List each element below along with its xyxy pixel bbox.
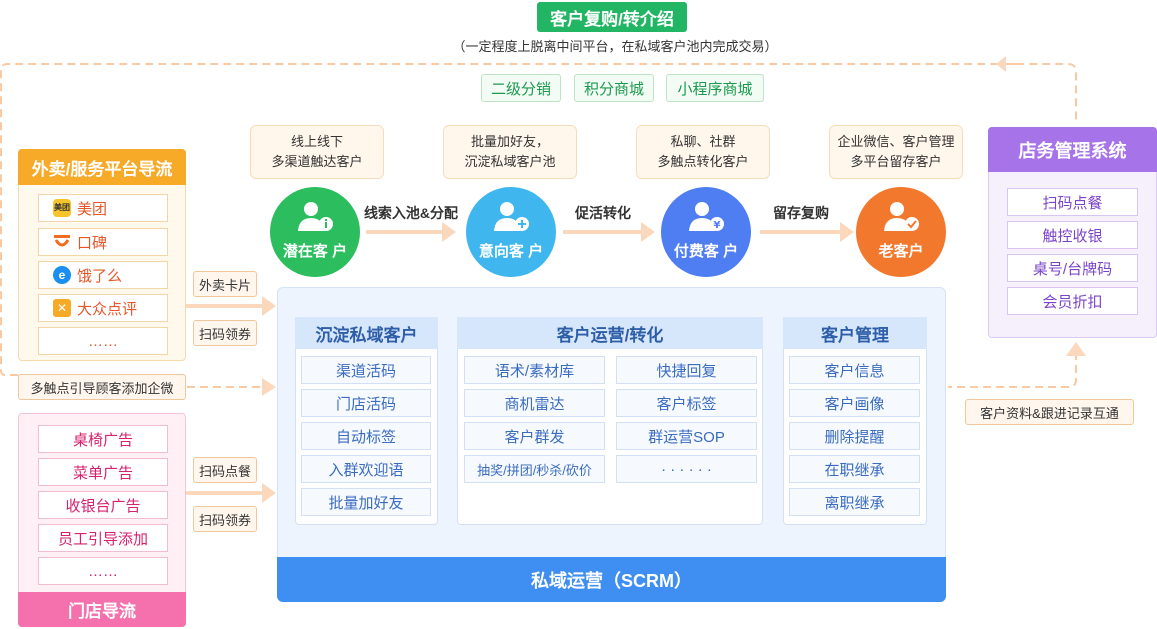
stage-note-line: 沉淀私域客户池 — [464, 154, 556, 169]
platform-traffic-title: 外卖/服务平台导流 — [18, 149, 186, 185]
platform-item-meituan: 美团 美团 — [38, 194, 168, 222]
svg-text:¥: ¥ — [714, 220, 721, 231]
platform-item-koubei: 口碑 — [38, 228, 168, 256]
platform-item-label: 美团 — [77, 200, 108, 218]
user-check-icon — [881, 200, 921, 234]
stage-loyal: 老客户 — [856, 187, 946, 277]
koubei-icon — [53, 233, 71, 251]
feature-cell: 抽奖/拼团/秒杀/砍价 — [464, 455, 605, 483]
feature-cell: 离职继承 — [789, 488, 920, 516]
feature-cell: 客户标签 — [616, 389, 757, 417]
stage-note-4: 企业微信、客户管理多平台留存客户 — [829, 125, 963, 179]
col-operation-title: 客户运营/转化 — [457, 317, 763, 349]
meituan-icon: 美团 — [53, 199, 71, 217]
arrow-label-lead: 线索入池&分配 — [363, 205, 459, 221]
user-add-icon — [491, 200, 531, 234]
platform-item-more: …… — [38, 327, 168, 355]
store-mgmt-item: 会员折扣 — [1007, 287, 1138, 315]
tag-scan-coupon-1: 扫码领券 — [193, 320, 257, 346]
feature-cell: 入群欢迎语 — [301, 455, 431, 483]
store-item: 菜单广告 — [38, 458, 168, 486]
store-mgmt-item: 桌号/台牌码 — [1007, 254, 1138, 282]
tag-points-mall: 积分商城 — [574, 74, 654, 102]
feature-cell: 在职继承 — [789, 455, 920, 483]
sync-label: 客户资料&跟进记录互通 — [965, 399, 1134, 425]
top-subtitle: （一定程度上脱离中间平台，在私域客户池内完成交易） — [452, 39, 778, 54]
stage-note-line: 多平台留存客户 — [850, 154, 942, 169]
feature-cell: 批量加好友 — [301, 488, 431, 516]
stage-note-line: 多渠道触达客户 — [271, 154, 363, 169]
user-info-icon — [295, 200, 335, 234]
tag-miniprogram-mall: 小程序商城 — [666, 74, 764, 102]
store-mgmt-item: 触控收银 — [1007, 221, 1138, 249]
arrow-label-retain: 留存复购 — [773, 205, 829, 221]
feature-cell: 商机雷达 — [464, 389, 605, 417]
user-yen-icon: ¥ — [686, 200, 726, 234]
right-up-arrowhead — [1066, 342, 1086, 356]
feature-cell: 语术/素材库 — [464, 356, 605, 384]
stage-note-line: 私聊、社群 — [670, 134, 736, 149]
dianping-icon: ✕ — [53, 299, 71, 317]
feature-cell: 删除提醒 — [789, 422, 920, 450]
stage-paid: ¥ 付费客 户 — [661, 187, 751, 277]
loop-line — [0, 63, 1077, 376]
feature-cell: 自动标签 — [301, 422, 431, 450]
scrm-title: 私域运营（SCRM） — [277, 557, 946, 602]
stage-note-3: 私聊、社群多触点转化客户 — [636, 125, 770, 179]
stage-label: 老客户 — [878, 243, 924, 260]
stage-note-line: 企业微信、客户管理 — [837, 134, 955, 149]
store-item: 员工引导添加 — [38, 524, 168, 552]
platform-item-label: 饿了么 — [77, 267, 123, 285]
feature-cell: 门店活码 — [301, 389, 431, 417]
feature-cell: 客户群发 — [464, 422, 605, 450]
tag-scan-coupon-2: 扫码领券 — [193, 506, 257, 532]
top-title: 客户复购/转介绍 — [537, 2, 687, 32]
stage-note-2: 批量加好友， 沉淀私域客户池 — [443, 125, 577, 179]
store-mgmt-title: 店务管理系统 — [988, 127, 1157, 172]
stage-note-line: 多触点转化客户 — [657, 154, 749, 169]
stage-note-1: 线上线下多渠道触达客户 — [250, 125, 384, 179]
feature-cell-more: · · · · · · — [616, 455, 757, 483]
store-item-more: …… — [38, 557, 168, 585]
stage-label: 潜在客 户 — [282, 243, 348, 260]
wechat-hint: 多触点引导顾客添加企微 — [18, 374, 186, 400]
feature-cell: 客户信息 — [789, 356, 920, 384]
feature-cell: 快捷回复 — [616, 356, 757, 384]
loop-arrowhead — [996, 56, 1006, 72]
stage-label: 意向客 户 — [478, 243, 544, 260]
col-customer-mgmt-title: 客户管理 — [783, 317, 927, 349]
eleme-icon: e — [53, 266, 71, 284]
platform-item-label: 口碑 — [77, 234, 108, 252]
store-mgmt-item: 扫码点餐 — [1007, 188, 1138, 216]
stage-label: 付费客 户 — [673, 243, 739, 260]
tag-takeout-card: 外卖卡片 — [193, 271, 257, 297]
store-traffic-title: 门店导流 — [18, 592, 186, 627]
store-item: 桌椅广告 — [38, 425, 168, 453]
store-item: 收银台广告 — [38, 491, 168, 519]
feature-cell: 客户画像 — [789, 389, 920, 417]
stage-note-line: 线上线下 — [290, 134, 343, 149]
feature-cell: 群运营SOP — [616, 422, 757, 450]
platform-item-eleme: e 饿了么 — [38, 261, 168, 289]
col-private-pool-title: 沉淀私域客户 — [295, 317, 438, 349]
tag-distribution: 二级分销 — [481, 74, 561, 102]
platform-item-dianping: ✕ 大众点评 — [38, 294, 168, 322]
stage-potential: 潜在客 户 — [270, 187, 360, 277]
platform-item-label: 大众点评 — [77, 300, 138, 318]
arrow-label-activate: 促活转化 — [575, 205, 631, 221]
stage-note-line: 批量加好友， — [470, 134, 549, 149]
col-operation — [457, 317, 763, 525]
feature-cell: 渠道活码 — [301, 356, 431, 384]
stage-intent: 意向客 户 — [466, 187, 556, 277]
tag-scan-order: 扫码点餐 — [193, 457, 257, 483]
